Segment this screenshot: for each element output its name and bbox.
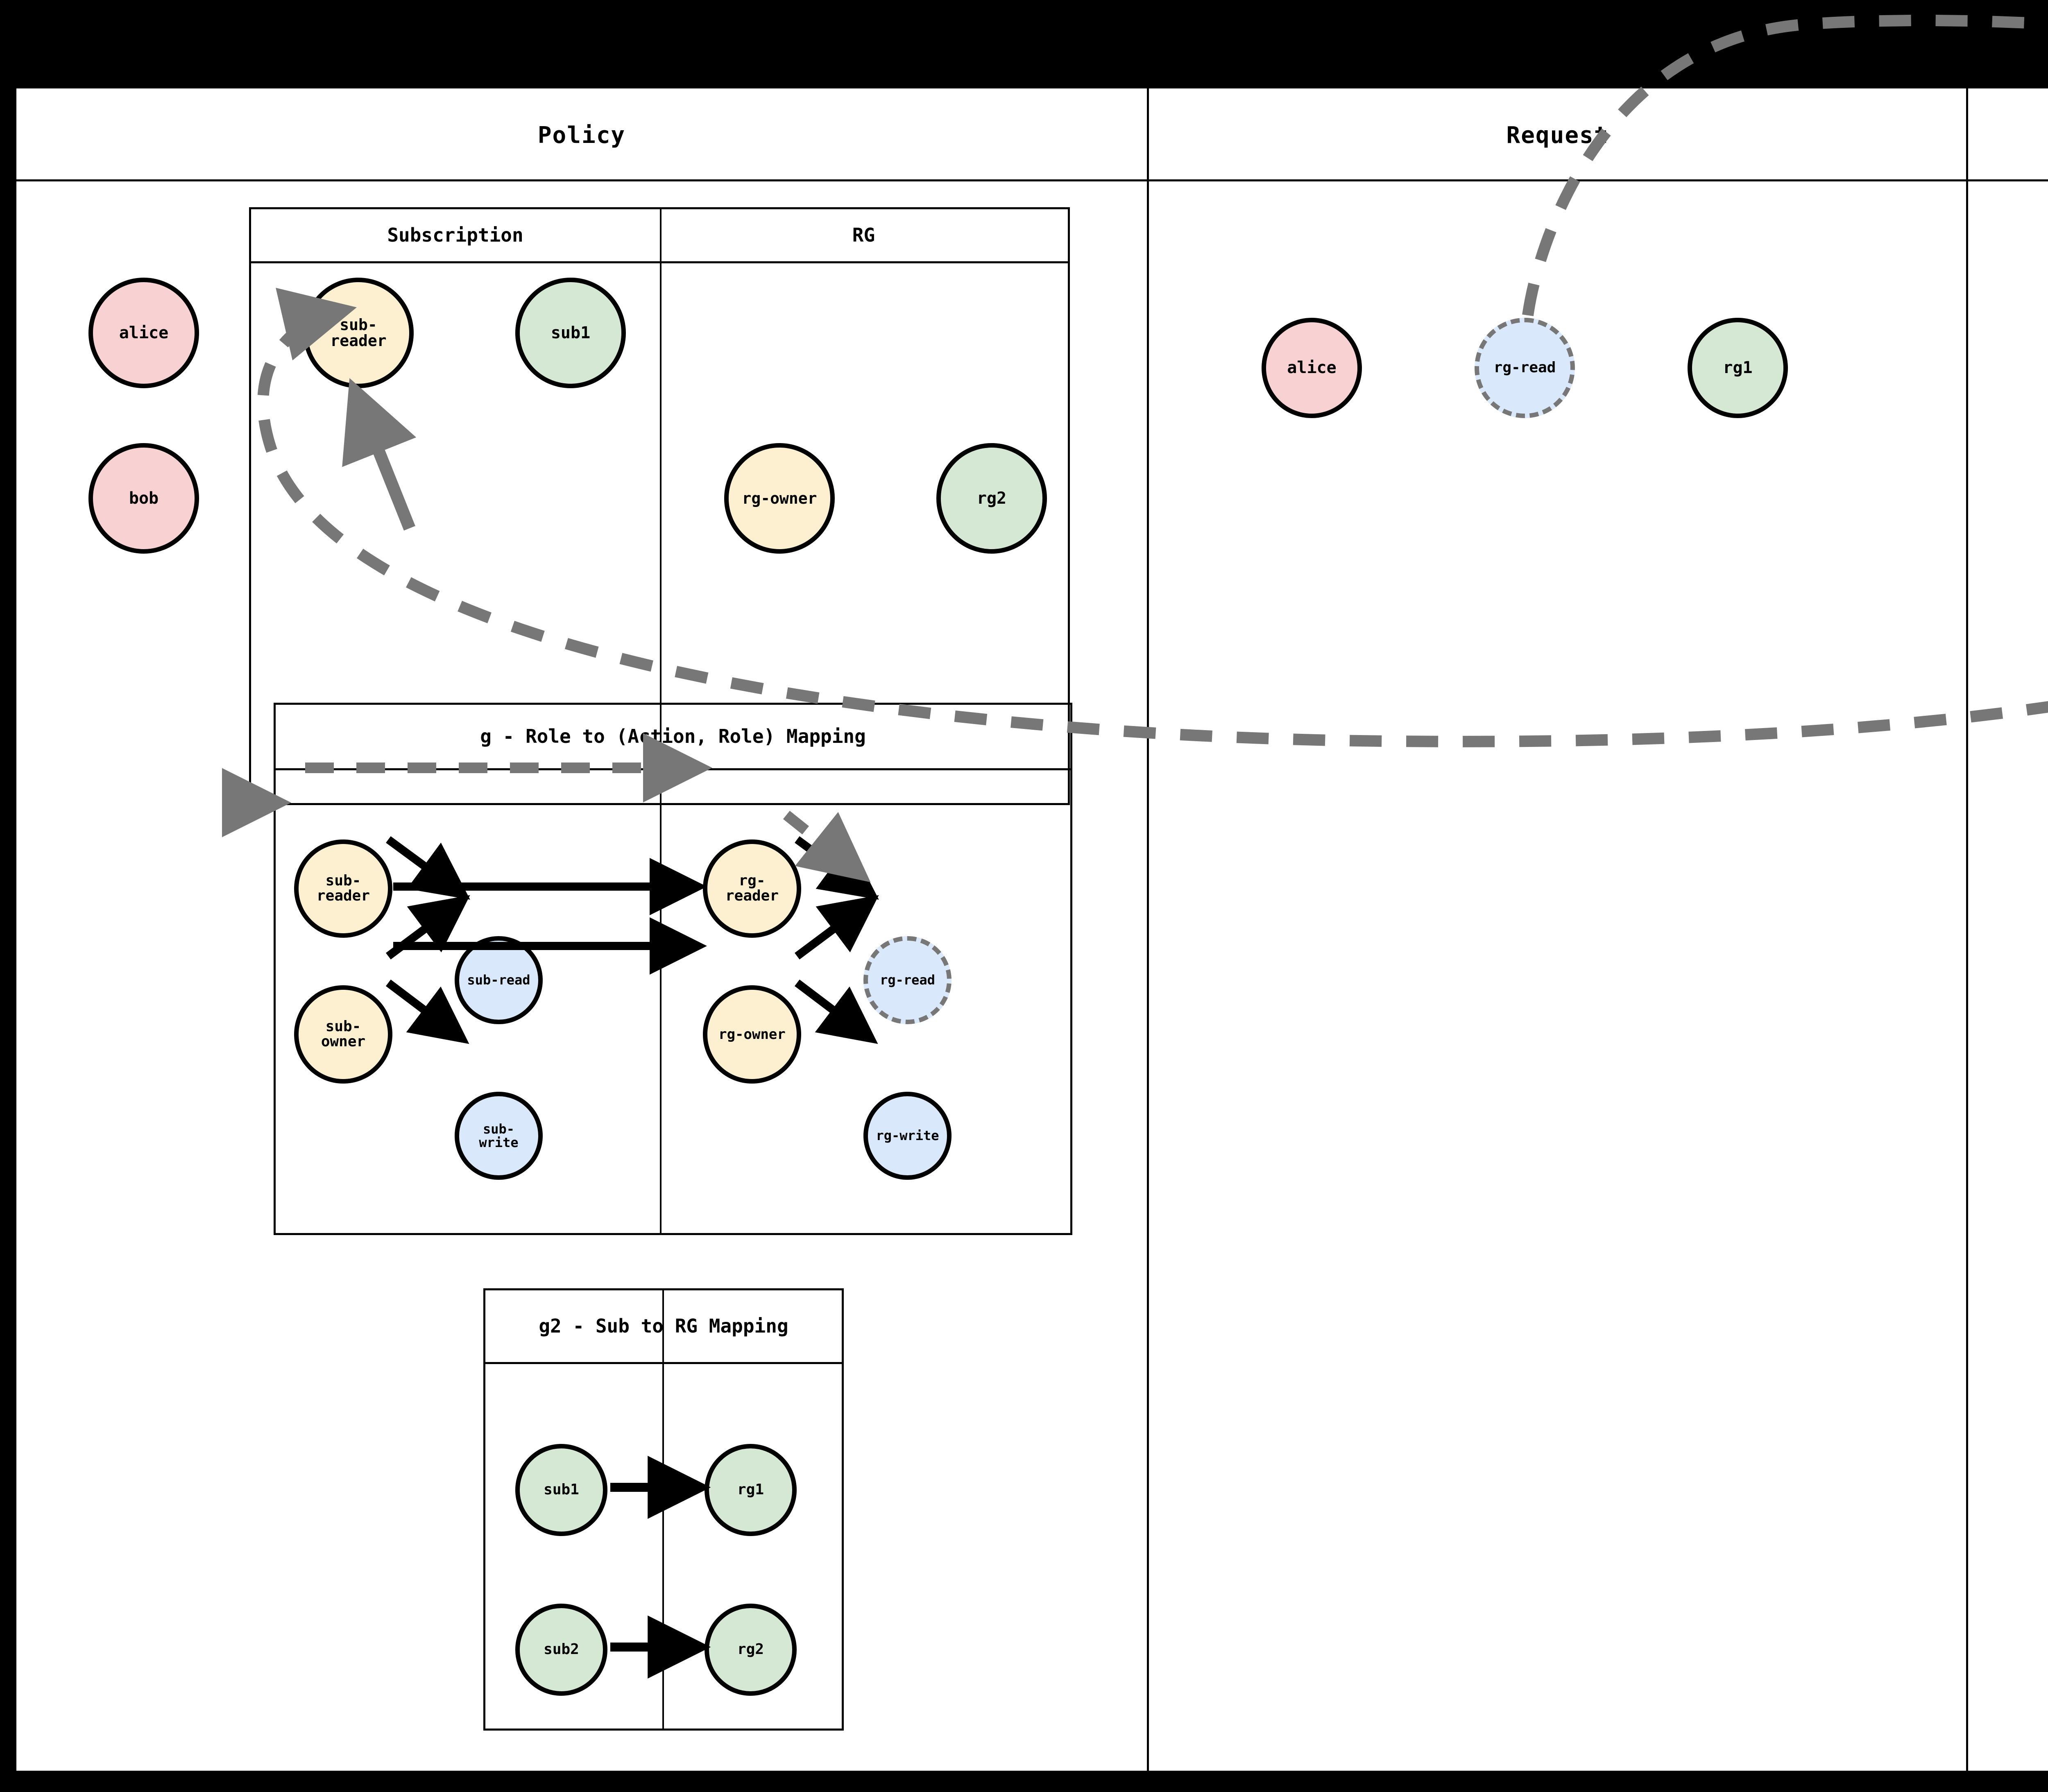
g-node-rg-reader[interactable]: rg- reader — [703, 839, 801, 938]
request-node-alice[interactable]: alice — [1262, 318, 1362, 418]
g-node-sub-owner-label: sub- owner — [321, 1018, 366, 1050]
g2-node-sub1-label: sub1 — [544, 1481, 579, 1498]
policy-node-sub1[interactable]: sub1 — [515, 278, 626, 388]
policy-user-bob[interactable]: bob — [88, 443, 199, 554]
request-node-rg-read[interactable]: rg-read — [1475, 318, 1575, 418]
policy-user-alice[interactable]: alice — [88, 278, 199, 388]
g-mapping-title: g - Role to (Action, Role) Mapping — [276, 705, 1070, 770]
policy-node-rg2-label: rg2 — [976, 489, 1007, 508]
policy-node-sub-reader-label: sub- reader — [330, 316, 387, 350]
matching-caption-sub: r.sub == p.sub — [2044, 477, 2048, 494]
policy-node-rg2[interactable]: rg2 — [936, 443, 1047, 554]
policy-node-sub-reader[interactable]: sub- reader — [303, 278, 414, 388]
policy-table-header-row: Subscription RG — [251, 209, 1068, 263]
panel-title-matching: Matching — [1968, 122, 2048, 149]
request-node-rg1[interactable]: rg1 — [1688, 318, 1788, 418]
policy-user-bob-label: bob — [129, 489, 159, 508]
policy-node-sub1-label: sub1 — [551, 323, 591, 342]
policy-table-header-rg: RG — [659, 209, 1068, 261]
policy-node-rg-owner[interactable]: rg-owner — [724, 443, 835, 554]
g2-node-rg1-label: rg1 — [737, 1481, 764, 1498]
g-node-rg-reader-label: rg- reader — [725, 872, 779, 904]
policy-table-header-subscription: Subscription — [251, 209, 659, 261]
header-separator — [16, 179, 2048, 181]
g-node-sub-write[interactable]: sub- write — [455, 1092, 543, 1180]
g2-node-sub2-label: sub2 — [544, 1641, 579, 1658]
g2-node-rg1[interactable]: rg1 — [705, 1444, 797, 1536]
g-node-rg-read[interactable]: rg-read — [863, 936, 952, 1024]
g2-node-sub2[interactable]: sub2 — [515, 1604, 607, 1696]
g2-node-sub1[interactable]: sub1 — [515, 1444, 607, 1536]
g-node-rg-owner-label: rg-owner — [718, 1026, 786, 1043]
panel-title-policy: Policy — [537, 122, 626, 149]
panel-divider-1 — [1147, 88, 1149, 1771]
panel-title-request: Request — [1506, 122, 1609, 149]
g-node-sub-reader-label: sub- reader — [316, 872, 370, 904]
panel-divider-2 — [1966, 88, 1968, 1771]
g-node-sub-read[interactable]: sub-read — [455, 936, 543, 1024]
g-node-sub-read-label: sub-read — [467, 972, 530, 988]
policy-user-alice-label: alice — [119, 323, 169, 342]
request-node-alice-label: alice — [1287, 358, 1337, 378]
request-node-rg-read-label: rg-read — [1493, 359, 1556, 376]
g-mapping-title-label: g - Role to (Action, Role) Mapping — [480, 725, 866, 748]
policy-node-rg-owner-label: rg-owner — [742, 489, 817, 507]
policy-table-header-subscription-label: Subscription — [387, 224, 523, 247]
request-node-rg1-label: rg1 — [1723, 358, 1753, 378]
g-node-sub-write-label: sub- write — [479, 1121, 519, 1150]
g2-node-rg2[interactable]: rg2 — [705, 1604, 797, 1696]
g-node-sub-reader[interactable]: sub- reader — [294, 839, 392, 938]
g-node-rg-write-label: rg-write — [876, 1128, 939, 1144]
g-mapping-frame: g - Role to (Action, Role) Mapping — [274, 703, 1072, 1235]
g2-mapping-column-divider — [662, 1290, 664, 1729]
g-node-rg-write[interactable]: rg-write — [863, 1092, 952, 1180]
diagram-board: Policy Request Matching alice bob Subscr… — [14, 86, 2048, 1773]
g-node-sub-owner[interactable]: sub- owner — [294, 985, 392, 1084]
g-node-rg-read-label: rg-read — [880, 972, 935, 988]
g-node-rg-owner[interactable]: rg-owner — [703, 985, 801, 1084]
g2-node-rg2-label: rg2 — [737, 1641, 764, 1658]
policy-table-header-rg-label: RG — [852, 224, 875, 247]
g-mapping-column-divider — [660, 705, 662, 1233]
